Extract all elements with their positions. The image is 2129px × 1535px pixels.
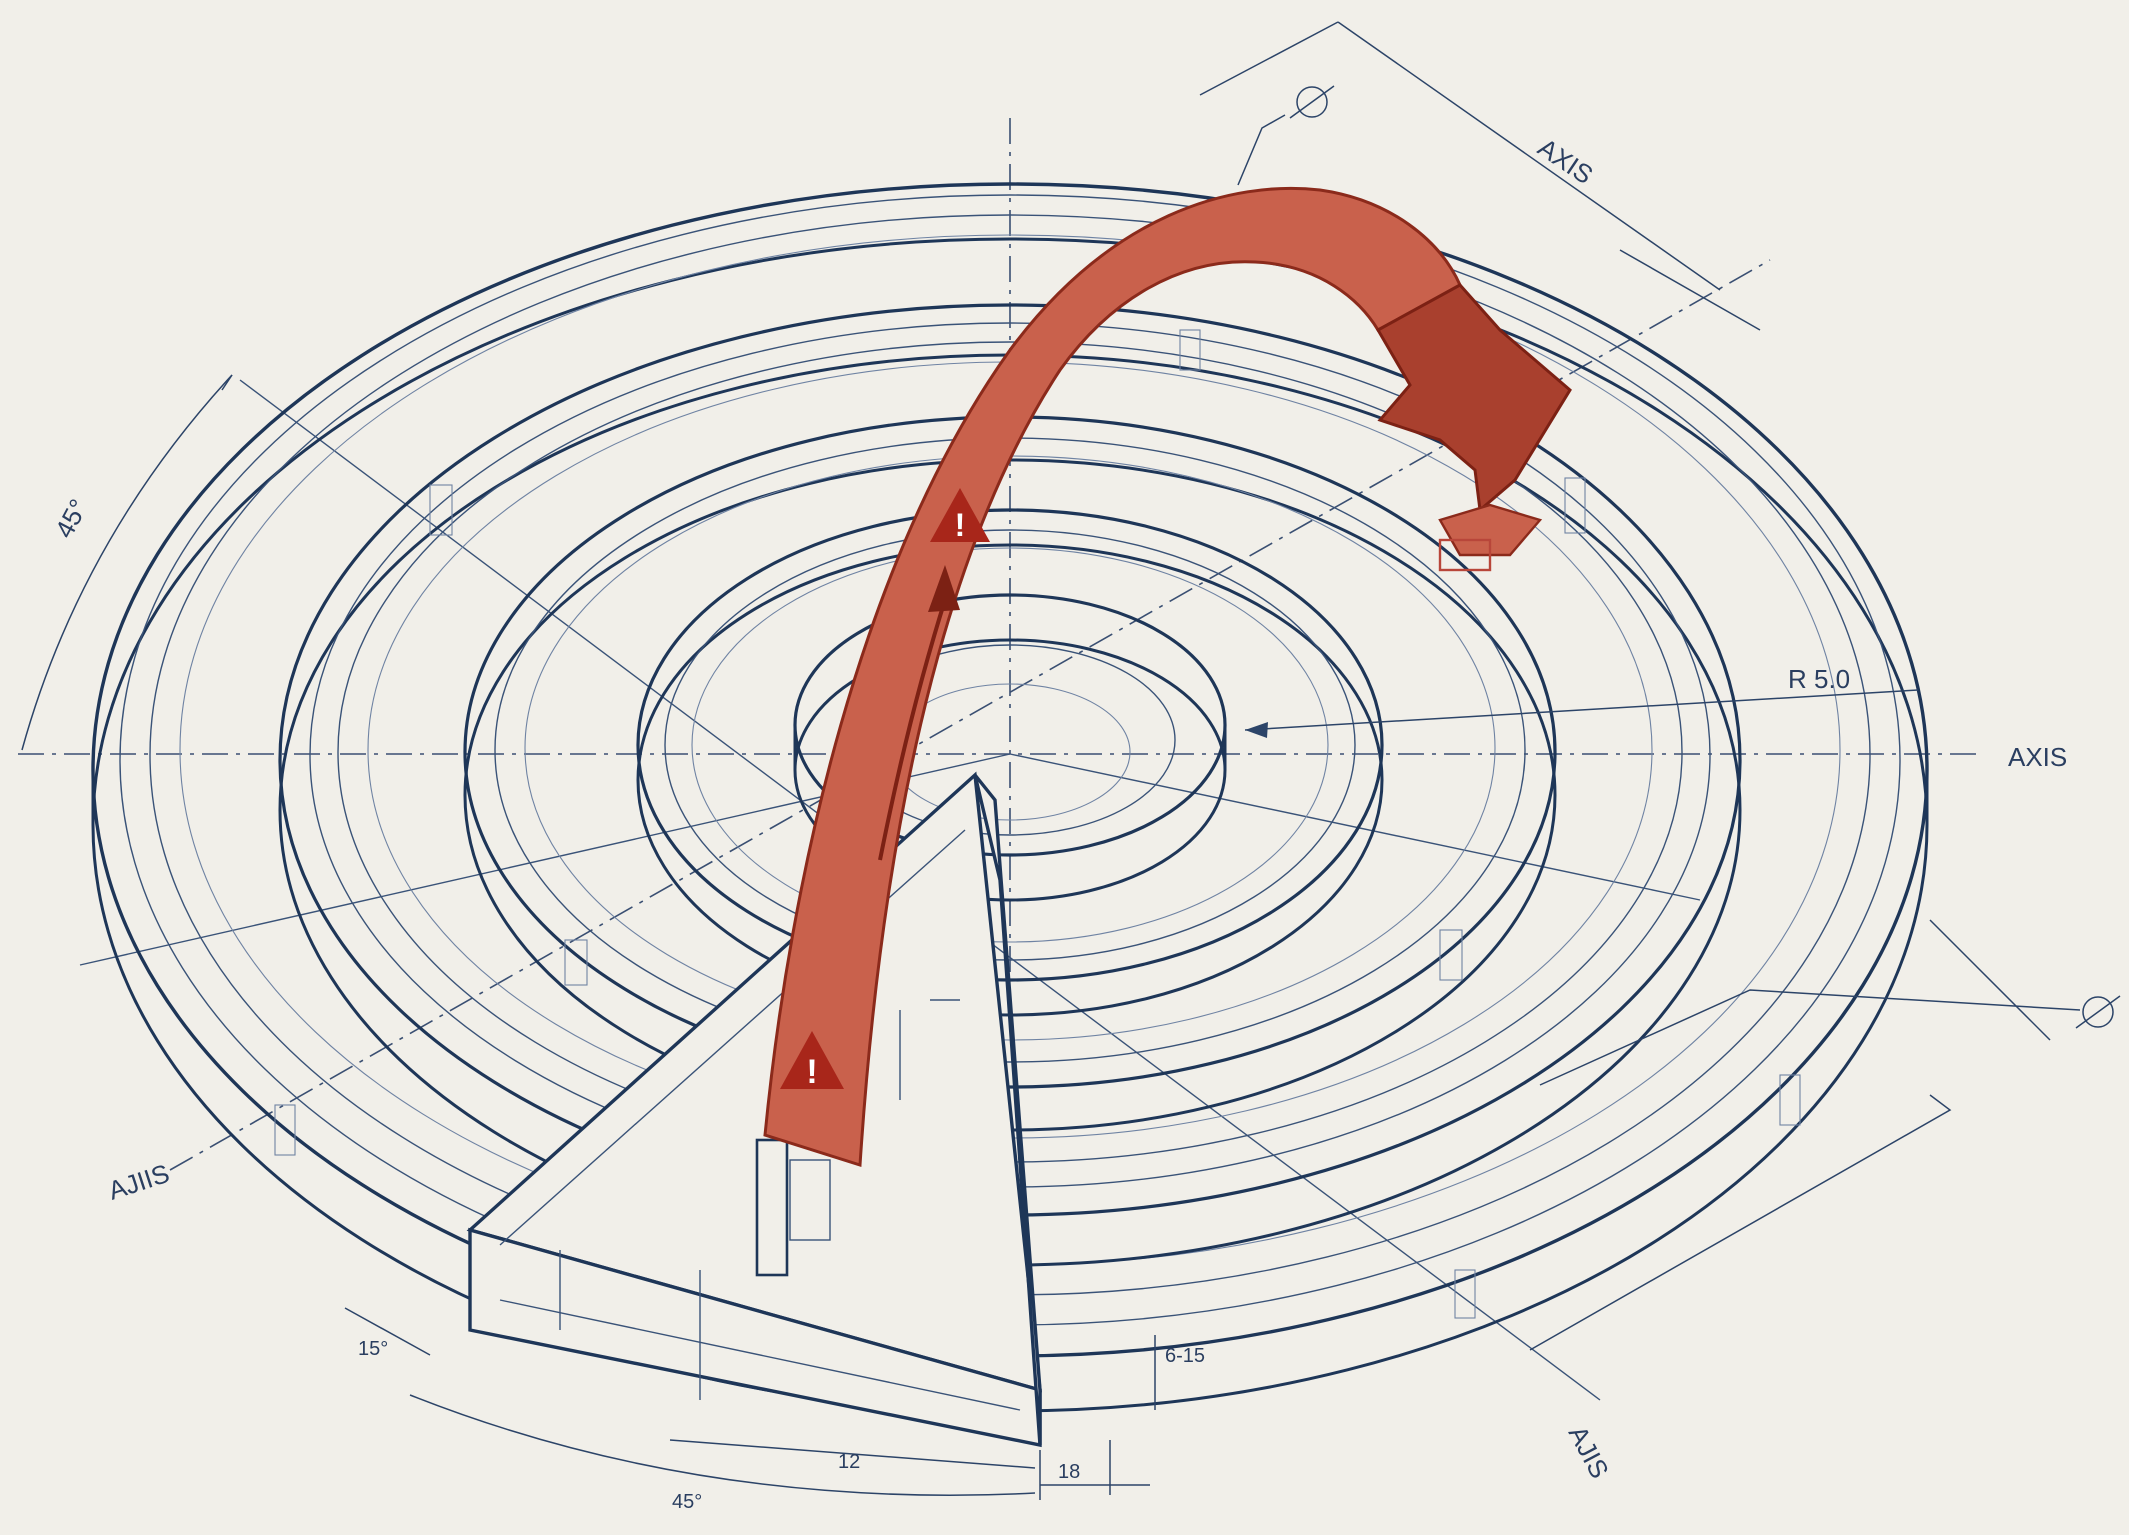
arrow-head	[1375, 283, 1572, 513]
radius-label: R 5.0	[1788, 664, 1850, 694]
bottom-dimensions: 15° 45° 12 18 6-15	[344, 1307, 1205, 1513]
wedge-side-face	[973, 773, 1042, 1446]
top-dimension	[1199, 21, 1761, 331]
right-leader	[1529, 919, 2121, 1351]
radial-line-right	[1009, 753, 1701, 901]
angle-label-45: 45°	[672, 1491, 702, 1513]
svg-text:!: !	[806, 1053, 817, 1091]
axis-label-bottom: AJIS	[1563, 1421, 1615, 1484]
cutaway-wedge	[466, 771, 1042, 1448]
arrow-body	[763, 186, 1462, 1168]
svg-text:!: !	[955, 507, 966, 543]
warning-triangle-icon: !	[780, 1031, 844, 1091]
arrow-target-pad	[1438, 503, 1543, 557]
structural-posts	[274, 329, 1801, 1319]
dim-label-6-15: 6-15	[1165, 1345, 1205, 1367]
angle-label-left: 45°	[49, 494, 94, 543]
central-hub	[793, 593, 1227, 902]
inner-arrowhead	[928, 565, 960, 612]
axis-label-left: AJIIS	[105, 1158, 173, 1206]
left-angle-dimension: 45°	[21, 374, 233, 751]
axis-label-right: AXIS	[2008, 742, 2067, 772]
red-curved-arrow	[763, 186, 1572, 1168]
dim-label-12: 12	[838, 1451, 860, 1473]
dim-label-18: 18	[1058, 1461, 1080, 1483]
arrow-target-marker	[1438, 538, 1492, 572]
support-block	[755, 1138, 789, 1277]
angle-label-15: 15°	[358, 1338, 388, 1360]
diameter-symbol-icon	[2075, 995, 2121, 1029]
radius-dimension: R 5.0	[1244, 664, 1919, 738]
diameter-symbol-icon	[1289, 85, 1335, 119]
radius-arrowhead	[1245, 722, 1268, 738]
warning-triangle-icon: !	[930, 488, 990, 543]
